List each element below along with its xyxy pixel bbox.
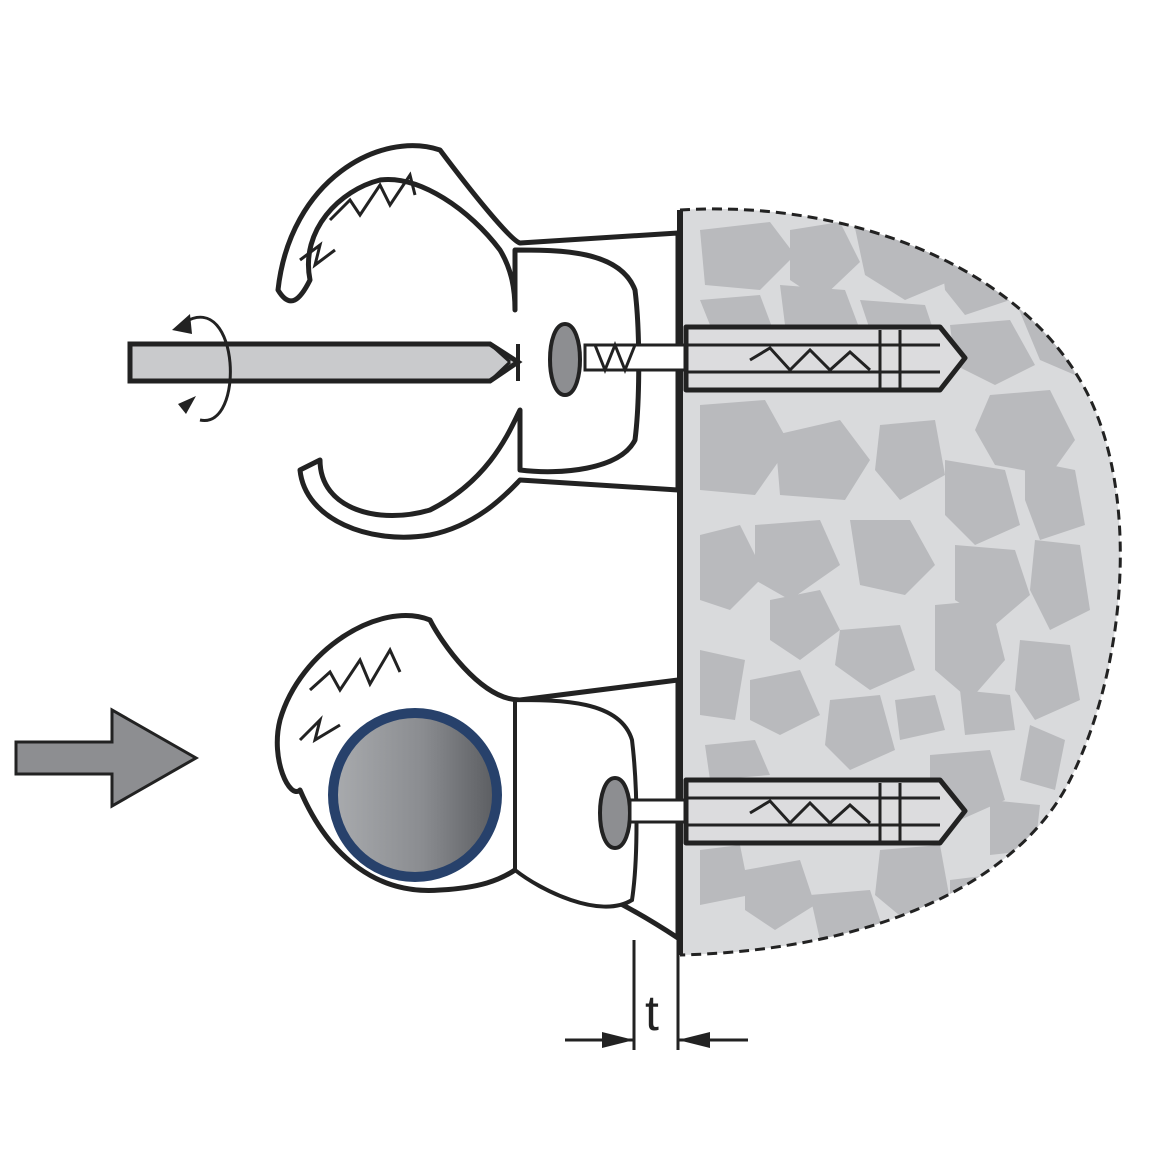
dimension-label: t [645, 985, 659, 1041]
pipe-clip-open [275, 143, 687, 540]
screwdriver-bit [127, 341, 523, 384]
push-arrow-icon [14, 707, 200, 809]
clip-base-upper [275, 143, 681, 540]
wall-plug-lower [683, 777, 968, 846]
screw-head-upper [548, 321, 582, 398]
dimension-t: t [565, 940, 748, 1050]
pipe-clip-closed [274, 613, 687, 941]
wall-plug-upper [683, 324, 968, 393]
screw-head-lower [598, 775, 632, 851]
screw-shank-upper [583, 340, 687, 375]
pipe [328, 708, 502, 882]
rotation-arrow-icon [172, 314, 232, 422]
screw-shank-lower [628, 798, 687, 824]
wall-boundary [679, 207, 1122, 957]
